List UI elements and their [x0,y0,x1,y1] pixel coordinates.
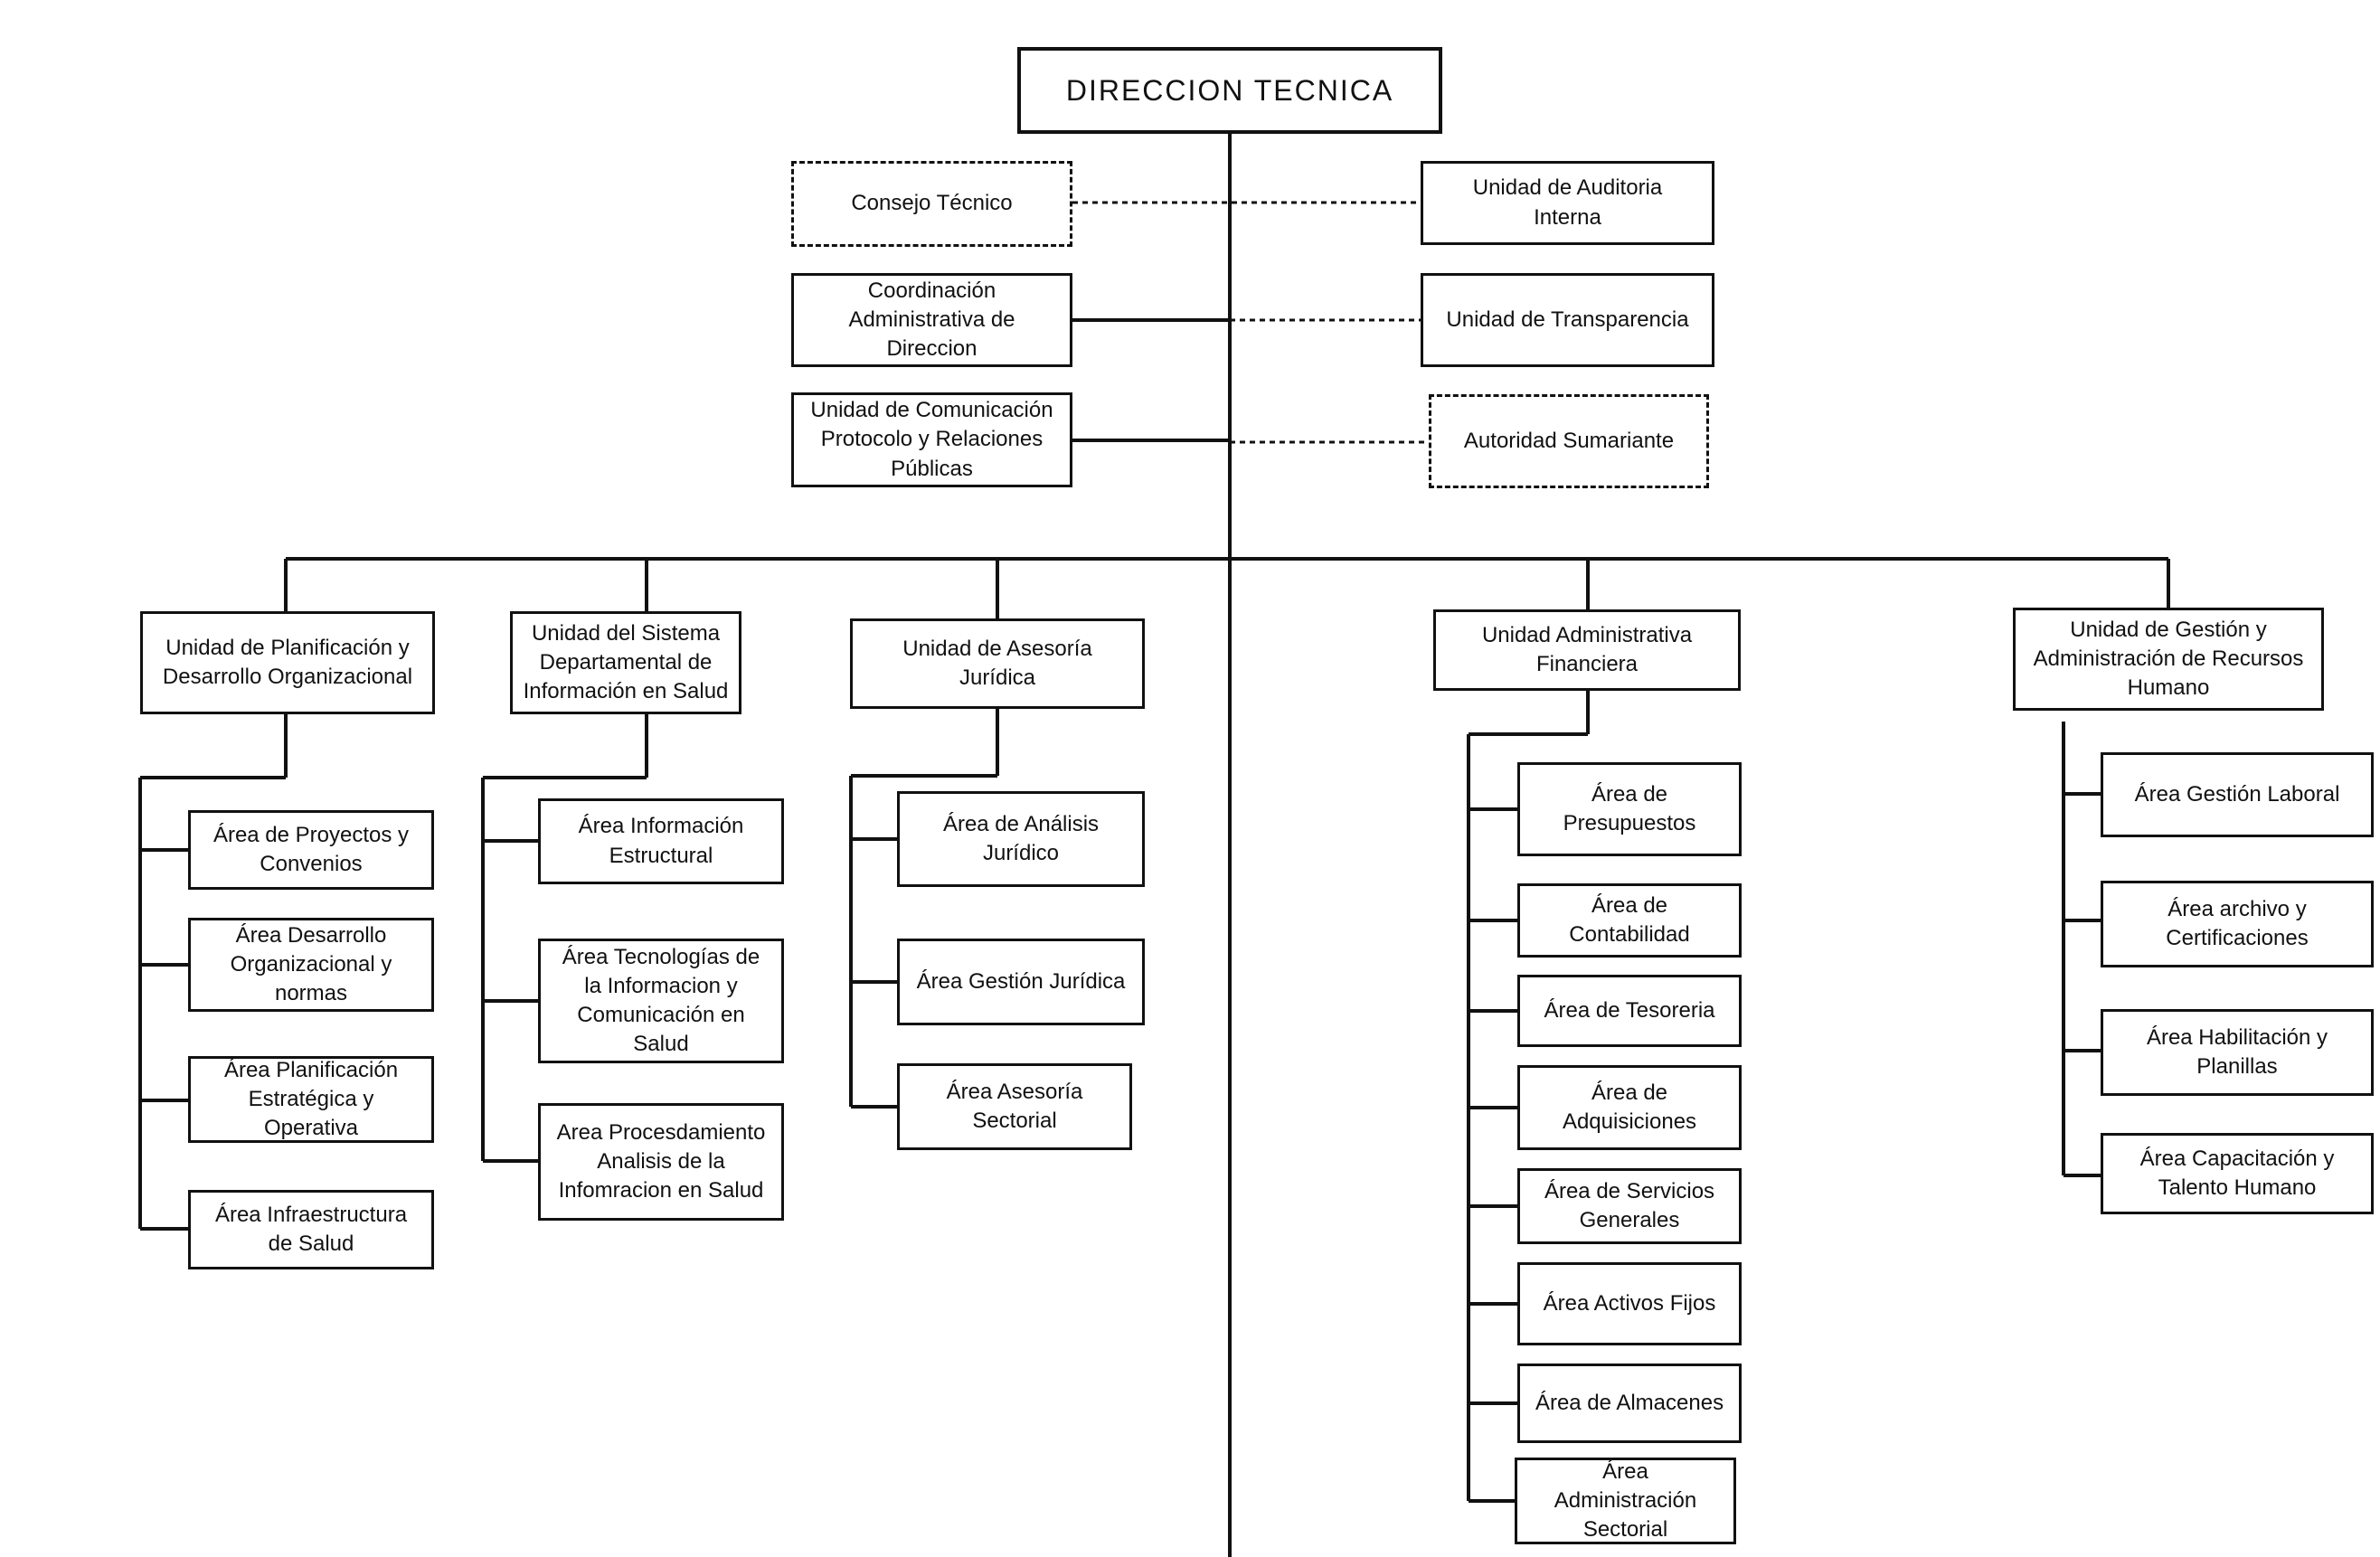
coordinacion-box: Coordinación Administrativa de Direccion [791,273,1072,367]
area-box: Área Tecnologías de la Informacion y Com… [538,939,784,1063]
area-label: Área de Análisis Jurídico [942,811,1100,865]
area-box: Área Información Estructural [538,798,784,884]
area-label: Área Gestión Laboral [2134,781,2340,807]
area-label: Área de Tesoreria [1544,997,1715,1023]
area-box: Área Planificación Estratégica y Operati… [188,1056,434,1143]
unit-juridica-label: Unidad de Asesoría Jurídica [902,636,1092,690]
direccion-tecnica-label: DIRECCION TECNICA [1065,73,1394,107]
sumariante-label: Autoridad Sumariante [1463,428,1675,453]
area-box: Área Gestión Laboral [2101,752,2374,837]
comunicacion-box: Unidad de Comunicación Protocolo y Relac… [791,392,1072,487]
unit-sistema-label: Unidad del Sistema Departamental de Info… [523,620,729,704]
area-label: Área Capacitación y Talento Humano [2139,1146,2335,1200]
area-label: Área de Contabilidad [1569,892,1690,947]
area-box: Área de Proyectos y Convenios [188,810,434,890]
area-box: Area Procesdamiento Analisis de la Infom… [538,1103,784,1221]
unit-financiera-box: Unidad Administrativa Financiera [1433,609,1741,691]
unit-juridica-box: Unidad de Asesoría Jurídica [850,618,1145,709]
area-label: Área de Servicios Generales [1544,1178,1715,1232]
area-box: Área Gestión Jurídica [897,939,1145,1025]
area-label: Área de Adquisiciones [1562,1080,1697,1134]
area-label: Area Procesdamiento Analisis de la Infom… [556,1119,766,1203]
area-box: Área de Servicios Generales [1517,1168,1742,1244]
area-label: Área Infraestructura de Salud [214,1202,408,1256]
unit-planificacion-box: Unidad de Planificación y Desarrollo Org… [140,611,435,714]
area-box: Área de Análisis Jurídico [897,791,1145,887]
area-label: Área Habilitación y Planillas [2146,1024,2328,1079]
sumariante-box: Autoridad Sumariante [1429,394,1709,488]
area-box: Área de Presupuestos [1517,762,1742,856]
auditoria-label: Unidad de Auditoria Interna [1472,175,1663,230]
area-label: Área Planificación Estratégica y Operati… [223,1057,399,1141]
area-box: Área de Contabilidad [1517,883,1742,958]
area-box: Área Capacitación y Talento Humano [2101,1133,2374,1214]
area-label: Área Asesoría Sectorial [946,1079,1083,1133]
unit-financiera-label: Unidad Administrativa Financiera [1481,622,1693,676]
transparencia-box: Unidad de Transparencia [1421,273,1714,367]
consejo-tecnico-box: Consejo Técnico [791,161,1072,247]
area-box: Área de Tesoreria [1517,975,1742,1047]
area-label: Área Gestión Jurídica [916,968,1126,994]
unit-rrhh-label: Unidad de Gestión y Administración de Re… [2033,617,2304,701]
area-box: Área Administración Sectorial [1515,1458,1736,1544]
area-box: Área de Adquisiciones [1517,1065,1742,1150]
area-label: Área de Presupuestos [1563,781,1696,835]
unit-rrhh-box: Unidad de Gestión y Administración de Re… [2013,608,2324,711]
area-box: Área archivo y Certificaciones [2101,881,2374,967]
area-label: Área de Almacenes [1535,1390,1724,1415]
area-box: Área Desarrollo Organizacional y normas [188,918,434,1012]
area-label: Área Activos Fijos [1543,1290,1716,1316]
unit-sistema-box: Unidad del Sistema Departamental de Info… [510,611,741,714]
unit-planificacion-label: Unidad de Planificación y Desarrollo Org… [162,635,413,689]
direccion-tecnica-box: DIRECCION TECNICA [1017,47,1442,134]
coordinacion-label: Coordinación Administrativa de Direccion [848,278,1015,362]
area-box: Área Habilitación y Planillas [2101,1009,2374,1096]
auditoria-box: Unidad de Auditoria Interna [1421,161,1714,245]
area-label: Área Desarrollo Organizacional y normas [230,922,392,1006]
area-box: Área Infraestructura de Salud [188,1190,434,1269]
area-label: Área Administración Sectorial [1554,1458,1697,1543]
area-box: Área Asesoría Sectorial [897,1063,1132,1150]
comunicacion-label: Unidad de Comunicación Protocolo y Relac… [810,398,1053,481]
area-label: Área Tecnologías de la Informacion y Com… [562,944,760,1057]
area-label: Área Información Estructural [578,814,744,868]
area-box: Área Activos Fijos [1517,1262,1742,1345]
transparencia-label: Unidad de Transparencia [1446,307,1689,332]
area-label: Área archivo y Certificaciones [2166,896,2309,950]
consejo-tecnico-label: Consejo Técnico [851,191,1013,216]
area-label: Área de Proyectos y Convenios [212,822,410,876]
area-box: Área de Almacenes [1517,1364,1742,1443]
